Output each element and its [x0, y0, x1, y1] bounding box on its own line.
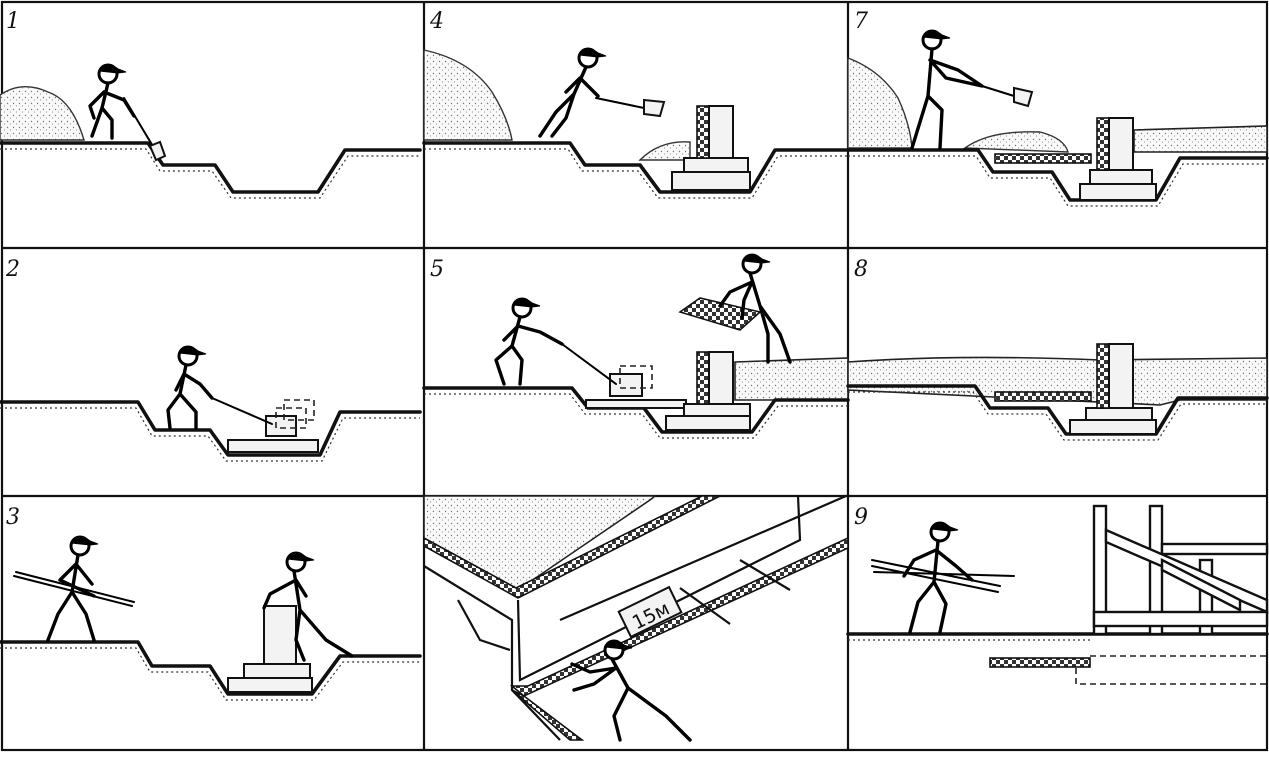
panel-6: 6 15м — [423, 494, 849, 742]
shovel-icon — [123, 97, 155, 149]
foundation-block-icon — [263, 605, 297, 665]
panel-number-4: 4 — [429, 9, 444, 34]
foundation-pad — [227, 677, 313, 693]
panel-number-3: 3 — [6, 505, 20, 530]
panel-number-5: 5 — [430, 257, 444, 282]
trench-ground — [846, 384, 1269, 436]
panel-number-8: 8 — [854, 257, 868, 282]
worker-figure — [718, 253, 792, 364]
slab-icon — [678, 297, 762, 331]
soil-mound — [423, 49, 513, 141]
panel-number-7: 7 — [854, 9, 868, 34]
worker-figure — [88, 63, 136, 140]
panel-8: 8 — [846, 257, 1269, 441]
soil-mound — [0, 86, 85, 141]
foundation-pad — [671, 171, 751, 191]
foundation-block-icon — [1096, 343, 1110, 409]
backfill — [1133, 125, 1268, 153]
worker-figure — [494, 297, 564, 386]
house-frame — [1092, 504, 1269, 636]
backfill — [847, 356, 1268, 406]
insulation-strip — [994, 391, 1092, 402]
worker-figure — [46, 535, 99, 642]
worker-figure — [538, 47, 607, 138]
trench-ground — [846, 148, 1269, 202]
rammer-icon — [609, 373, 643, 397]
trench-ground — [422, 141, 850, 194]
panel-7: 7 — [846, 9, 1269, 207]
rammer-icon — [265, 415, 297, 437]
panel-number-9: 9 — [854, 505, 868, 530]
panel-1: 1 — [0, 9, 422, 199]
insulation-strip — [994, 153, 1092, 164]
shovel-icon — [595, 97, 645, 109]
trench-ground — [0, 640, 422, 696]
insulation-strip — [989, 657, 1091, 668]
panel-3: 3 — [0, 505, 422, 701]
panel-number-2: 2 — [5, 257, 20, 282]
shovel-icon — [981, 85, 1015, 97]
worker-figure — [910, 29, 984, 150]
worker-figure — [262, 551, 354, 662]
worker-figure — [902, 521, 974, 634]
foundation-block-icon — [696, 351, 710, 405]
panel-number-1: 1 — [6, 9, 20, 34]
beam-icon — [871, 559, 1015, 593]
panel-4: 4 — [422, 9, 850, 199]
insulated-area — [423, 495, 658, 591]
insulation-edge — [423, 495, 721, 599]
foundation-pad — [1079, 183, 1157, 201]
trench-ground — [422, 386, 850, 434]
foundation-block-icon — [696, 105, 710, 159]
gravel-bed — [227, 439, 319, 453]
worker-figure — [570, 639, 692, 742]
insulation-edge — [509, 536, 849, 697]
panel-9: 9 — [846, 504, 1269, 685]
foundation-pad — [1069, 419, 1157, 435]
foundation-pad — [665, 415, 751, 431]
trench-ground — [0, 141, 422, 194]
panel-5: 5 — [422, 253, 850, 439]
panel-2: 2 — [0, 257, 422, 462]
backfill — [734, 357, 849, 401]
foundation-block-icon — [1096, 117, 1110, 171]
hidden-foundation — [1075, 655, 1267, 685]
worker-figure — [166, 345, 214, 430]
trench-ground — [0, 400, 422, 457]
soil-mound — [847, 56, 913, 149]
